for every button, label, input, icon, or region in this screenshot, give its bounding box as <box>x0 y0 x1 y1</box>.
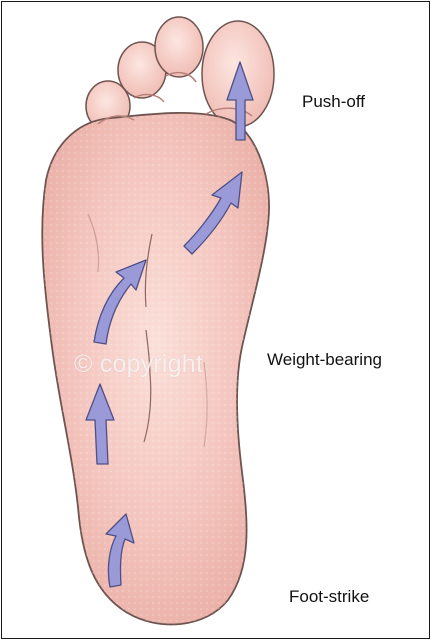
push-off-label: Push-off <box>302 92 365 112</box>
foot-strike-label: Foot-strike <box>289 587 369 607</box>
copyright-watermark: © copyright <box>74 350 203 379</box>
weight-bearing-label: Weight-bearing <box>267 350 382 370</box>
third-toe <box>155 17 203 77</box>
